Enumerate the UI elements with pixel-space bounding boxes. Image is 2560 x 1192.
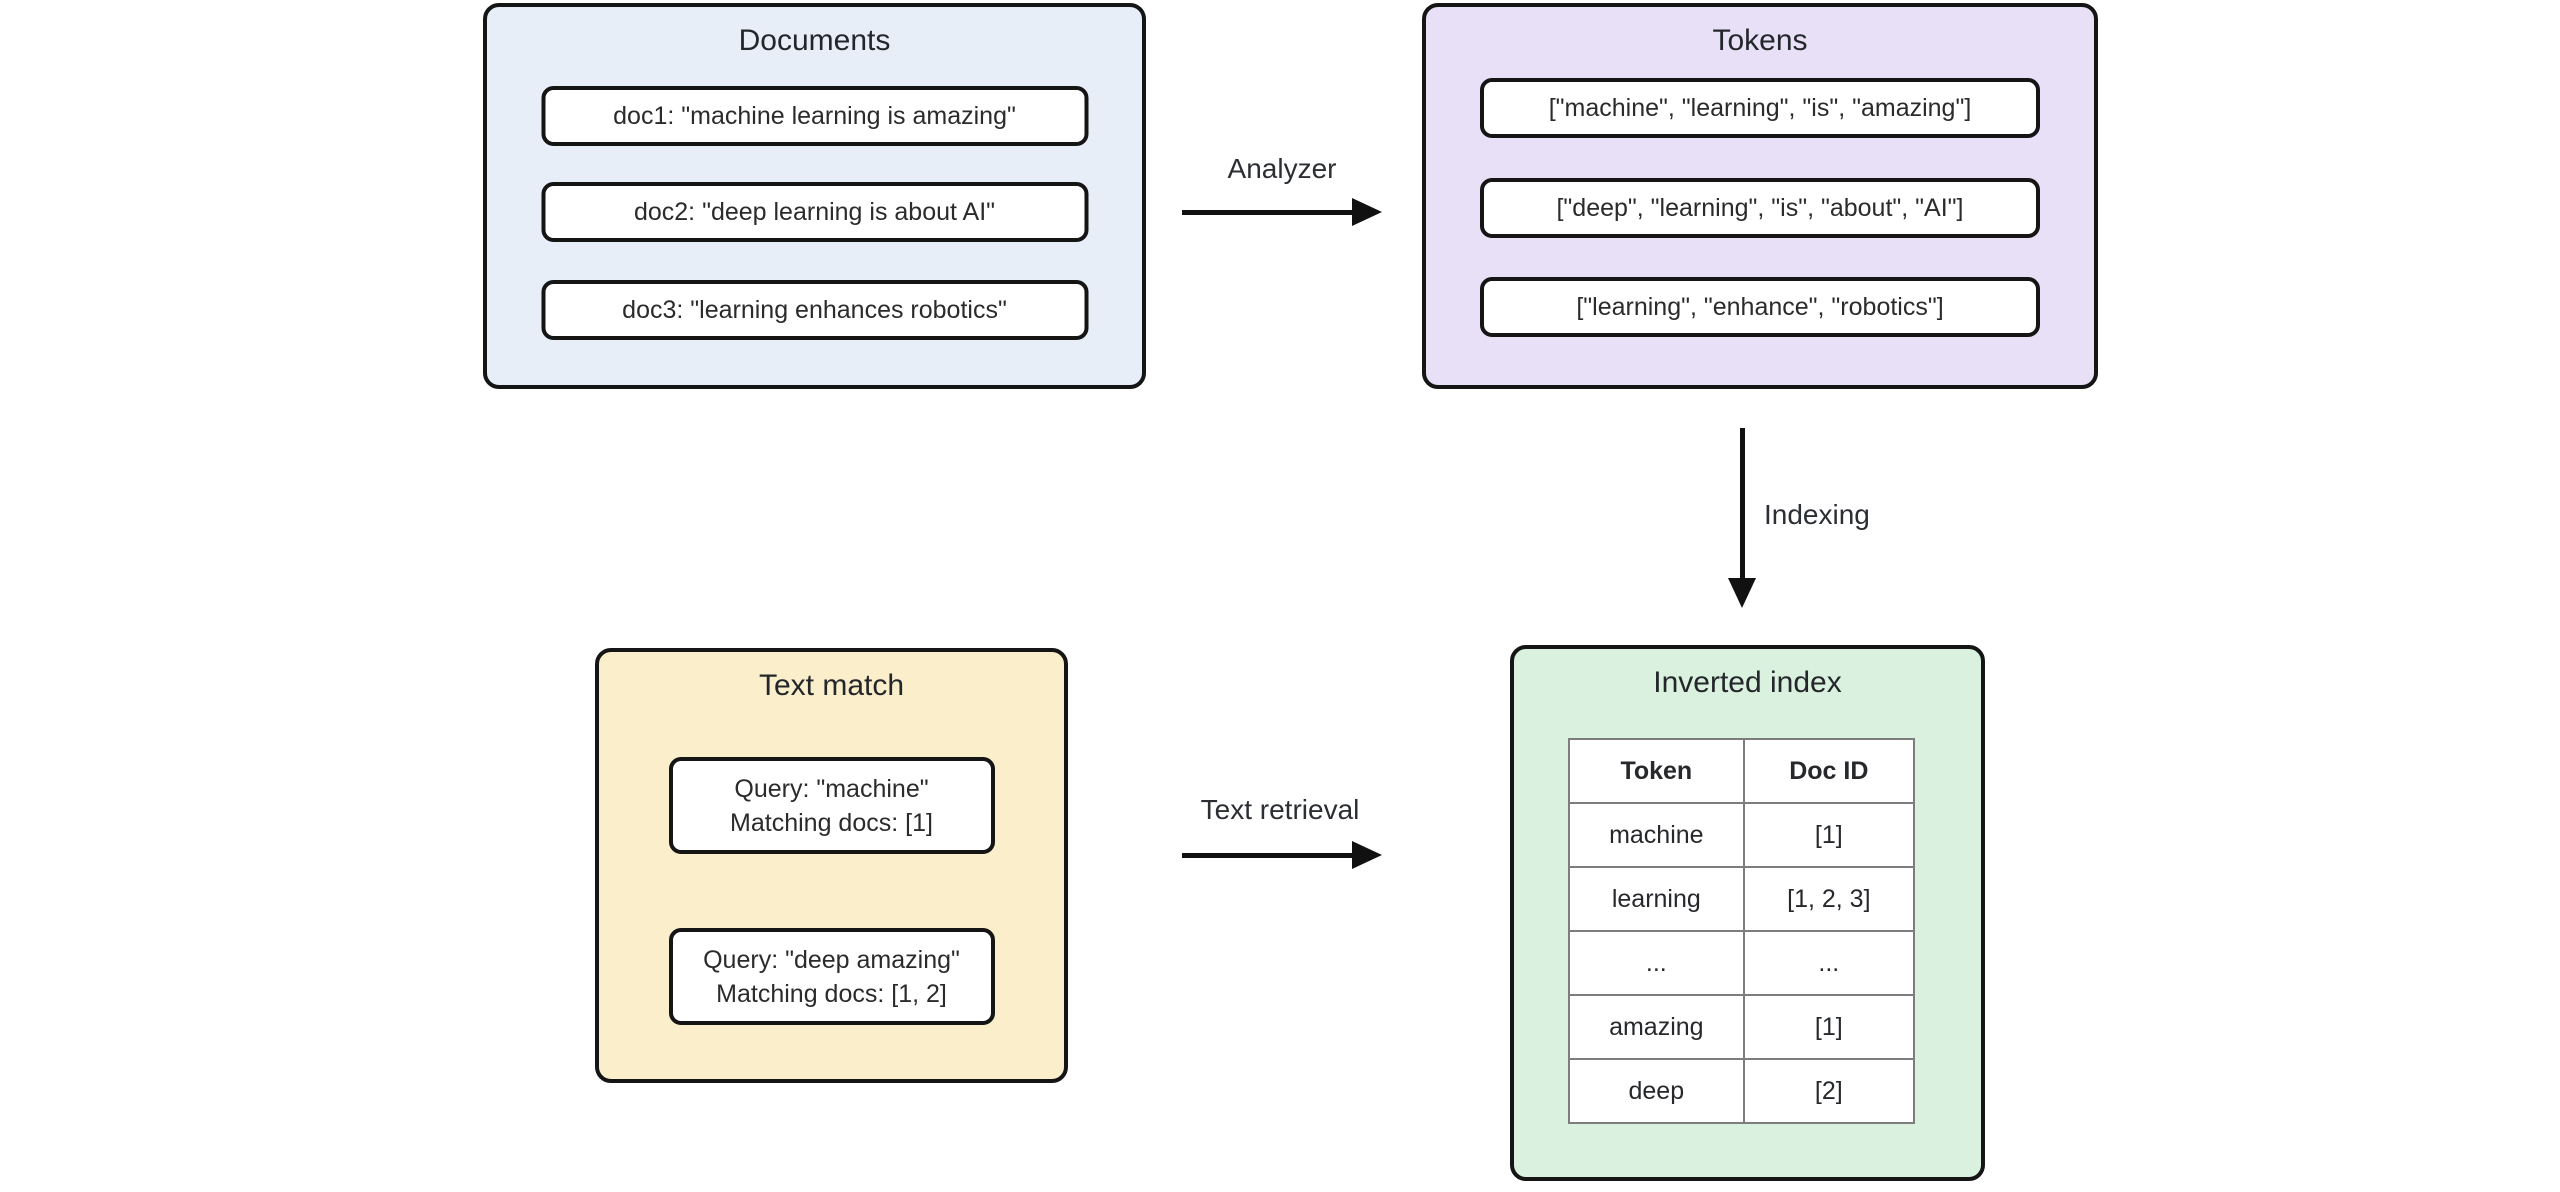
tokens-box: Tokens ["machine", "learning", "is", "am… bbox=[1422, 3, 2098, 389]
docid-cell: [2] bbox=[1742, 1058, 1916, 1124]
query-text: Query: "machine" bbox=[734, 774, 929, 803]
documents-box-title: Documents bbox=[738, 24, 891, 57]
query-item: Query: "machine" Matching docs: [1] bbox=[668, 757, 995, 854]
document-item: doc2: "deep learning is about AI" bbox=[541, 182, 1088, 242]
inverted-index-box-title: Inverted index bbox=[1653, 666, 1842, 699]
text-retrieval-arrow-head-icon bbox=[1352, 841, 1382, 869]
analyzer-arrow-label: Analyzer bbox=[1227, 153, 1337, 184]
table-row: learning [1, 2, 3] bbox=[1568, 866, 1916, 932]
token-cell: amazing bbox=[1568, 994, 1745, 1060]
docid-cell: [1] bbox=[1742, 994, 1916, 1060]
tokens-box-title: Tokens bbox=[1712, 24, 1808, 57]
query-text: Query: "deep amazing" bbox=[703, 945, 960, 974]
query-item: Query: "deep amazing" Matching docs: [1,… bbox=[668, 928, 995, 1025]
token-cell: learning bbox=[1568, 866, 1745, 932]
text-match-box-title: Text match bbox=[758, 669, 905, 702]
query-result: Matching docs: [1] bbox=[730, 808, 933, 837]
table-row: machine [1] bbox=[1568, 802, 1916, 868]
docid-column-header: Doc ID bbox=[1742, 738, 1916, 804]
token-cell: ... bbox=[1568, 930, 1745, 996]
analyzer-arrow-head-icon bbox=[1352, 198, 1382, 226]
token-cell: machine bbox=[1568, 802, 1745, 868]
indexing-arrow-label: Indexing bbox=[1764, 499, 1870, 530]
token-column-header: Token bbox=[1568, 738, 1745, 804]
token-list-item: ["deep", "learning", "is", "about", "AI"… bbox=[1480, 178, 2040, 238]
table-row: amazing [1] bbox=[1568, 994, 1916, 1060]
table-header-row: Token Doc ID bbox=[1568, 738, 1916, 804]
analyzer-arrow-line bbox=[1182, 210, 1352, 215]
text-match-box: Text match Query: "machine" Matching doc… bbox=[595, 648, 1068, 1083]
document-item: doc3: "learning enhances robotics" bbox=[541, 280, 1088, 340]
documents-box: Documents doc1: "machine learning is ama… bbox=[483, 3, 1146, 389]
document-item: doc1: "machine learning is amazing" bbox=[541, 86, 1088, 146]
inverted-index-box: Inverted index Token Doc ID machine [1] … bbox=[1510, 645, 1985, 1181]
docid-cell: [1] bbox=[1742, 802, 1916, 868]
indexing-arrow-head-icon bbox=[1728, 578, 1756, 608]
query-result: Matching docs: [1, 2] bbox=[716, 979, 947, 1008]
docid-cell: ... bbox=[1742, 930, 1916, 996]
text-retrieval-arrow-label: Text retrieval bbox=[1200, 794, 1360, 825]
indexing-arrow-line bbox=[1740, 428, 1745, 578]
token-cell: deep bbox=[1568, 1058, 1745, 1124]
table-row: ... ... bbox=[1568, 930, 1916, 996]
token-list-item: ["learning", "enhance", "robotics"] bbox=[1480, 277, 2040, 337]
docid-cell: [1, 2, 3] bbox=[1742, 866, 1916, 932]
table-row: deep [2] bbox=[1568, 1058, 1916, 1124]
token-list-item: ["machine", "learning", "is", "amazing"] bbox=[1480, 78, 2040, 138]
inverted-index-table: Token Doc ID machine [1] learning [1, 2,… bbox=[1568, 738, 1916, 1124]
text-retrieval-arrow-line bbox=[1182, 853, 1352, 858]
